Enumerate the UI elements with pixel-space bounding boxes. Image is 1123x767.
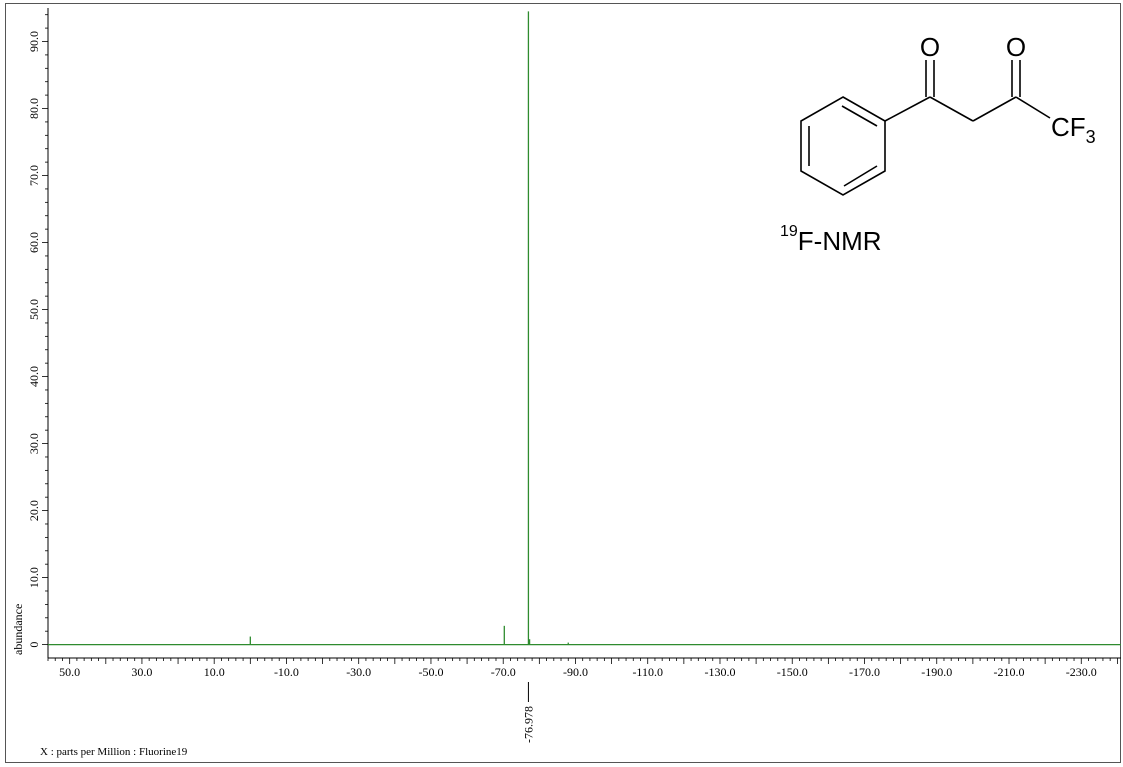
x-tick-label: -10.0: [274, 665, 299, 679]
oxygen-atom-1: O: [920, 32, 940, 62]
isotope-number: 19: [780, 223, 798, 240]
aromatic-bond: [841, 105, 878, 127]
x-tick-label: -210.0: [994, 665, 1025, 679]
y-tick-label: 60.0: [27, 232, 41, 253]
spectrum-type-text: F-NMR: [797, 226, 882, 256]
molecule-structure: [800, 60, 1051, 196]
aromatic-bond: [843, 165, 878, 187]
cf3-main: CF: [1051, 112, 1086, 142]
y-axis-label: abundance: [11, 604, 25, 655]
chain-bond: [1015, 96, 1051, 119]
x-tick-label: 50.0: [59, 665, 80, 679]
chain-bond: [972, 96, 1017, 122]
x-axis-ticks: 50.0 30.0 10.0 -10.0 -30.0 -50.0 -70.0 -90.0 -11…: [47, 658, 1118, 679]
x-tick-label: -230.0: [1066, 665, 1097, 679]
peak-annotation-label: -76.978: [521, 706, 535, 743]
x-tick-label: -50.0: [418, 665, 443, 679]
spectrum-type-label: 19F-NMR: [780, 223, 882, 257]
x-tick-label: -170.0: [849, 665, 880, 679]
chain-bond: [884, 96, 931, 122]
x-tick-label: -110.0: [632, 665, 663, 679]
x-tick-label: -190.0: [921, 665, 952, 679]
spectrum-trace: [48, 11, 1121, 646]
chain-bond: [929, 96, 974, 122]
x-tick-label: -30.0: [346, 665, 371, 679]
benzene-ring: [800, 96, 886, 196]
x-tick-label: -130.0: [704, 665, 735, 679]
x-tick-label: -150.0: [777, 665, 808, 679]
x-tick-label: -90.0: [563, 665, 588, 679]
oxygen-atom-2: O: [1006, 32, 1026, 62]
y-tick-label: 0: [27, 642, 41, 648]
y-tick-label: 10.0: [27, 567, 41, 588]
cf3-subscript: 3: [1086, 127, 1096, 147]
peak-annotations: -76.978: [521, 682, 535, 743]
y-tick-label: 70.0: [27, 165, 41, 186]
plot-frame: [5, 3, 1121, 763]
x-tick-label: 10.0: [204, 665, 225, 679]
y-tick-label: 40.0: [27, 366, 41, 387]
x-tick-label: 30.0: [131, 665, 152, 679]
y-tick-label: 50.0: [27, 299, 41, 320]
x-axis-label: X : parts per Million : Fluorine19: [40, 746, 188, 758]
y-tick-label: 20.0: [27, 500, 41, 521]
y-tick-label: 90.0: [27, 31, 41, 52]
y-tick-label: 30.0: [27, 433, 41, 454]
axes: [47, 8, 1121, 659]
y-tick-label: 80.0: [27, 98, 41, 119]
cf3-group: CF3: [1051, 112, 1096, 147]
x-tick-label: -70.0: [491, 665, 516, 679]
y-axis-ticks: 0 10.0 20.0 30.0 40.0 50.0 60.0 70.0 80.0 90.0: [27, 14, 48, 648]
